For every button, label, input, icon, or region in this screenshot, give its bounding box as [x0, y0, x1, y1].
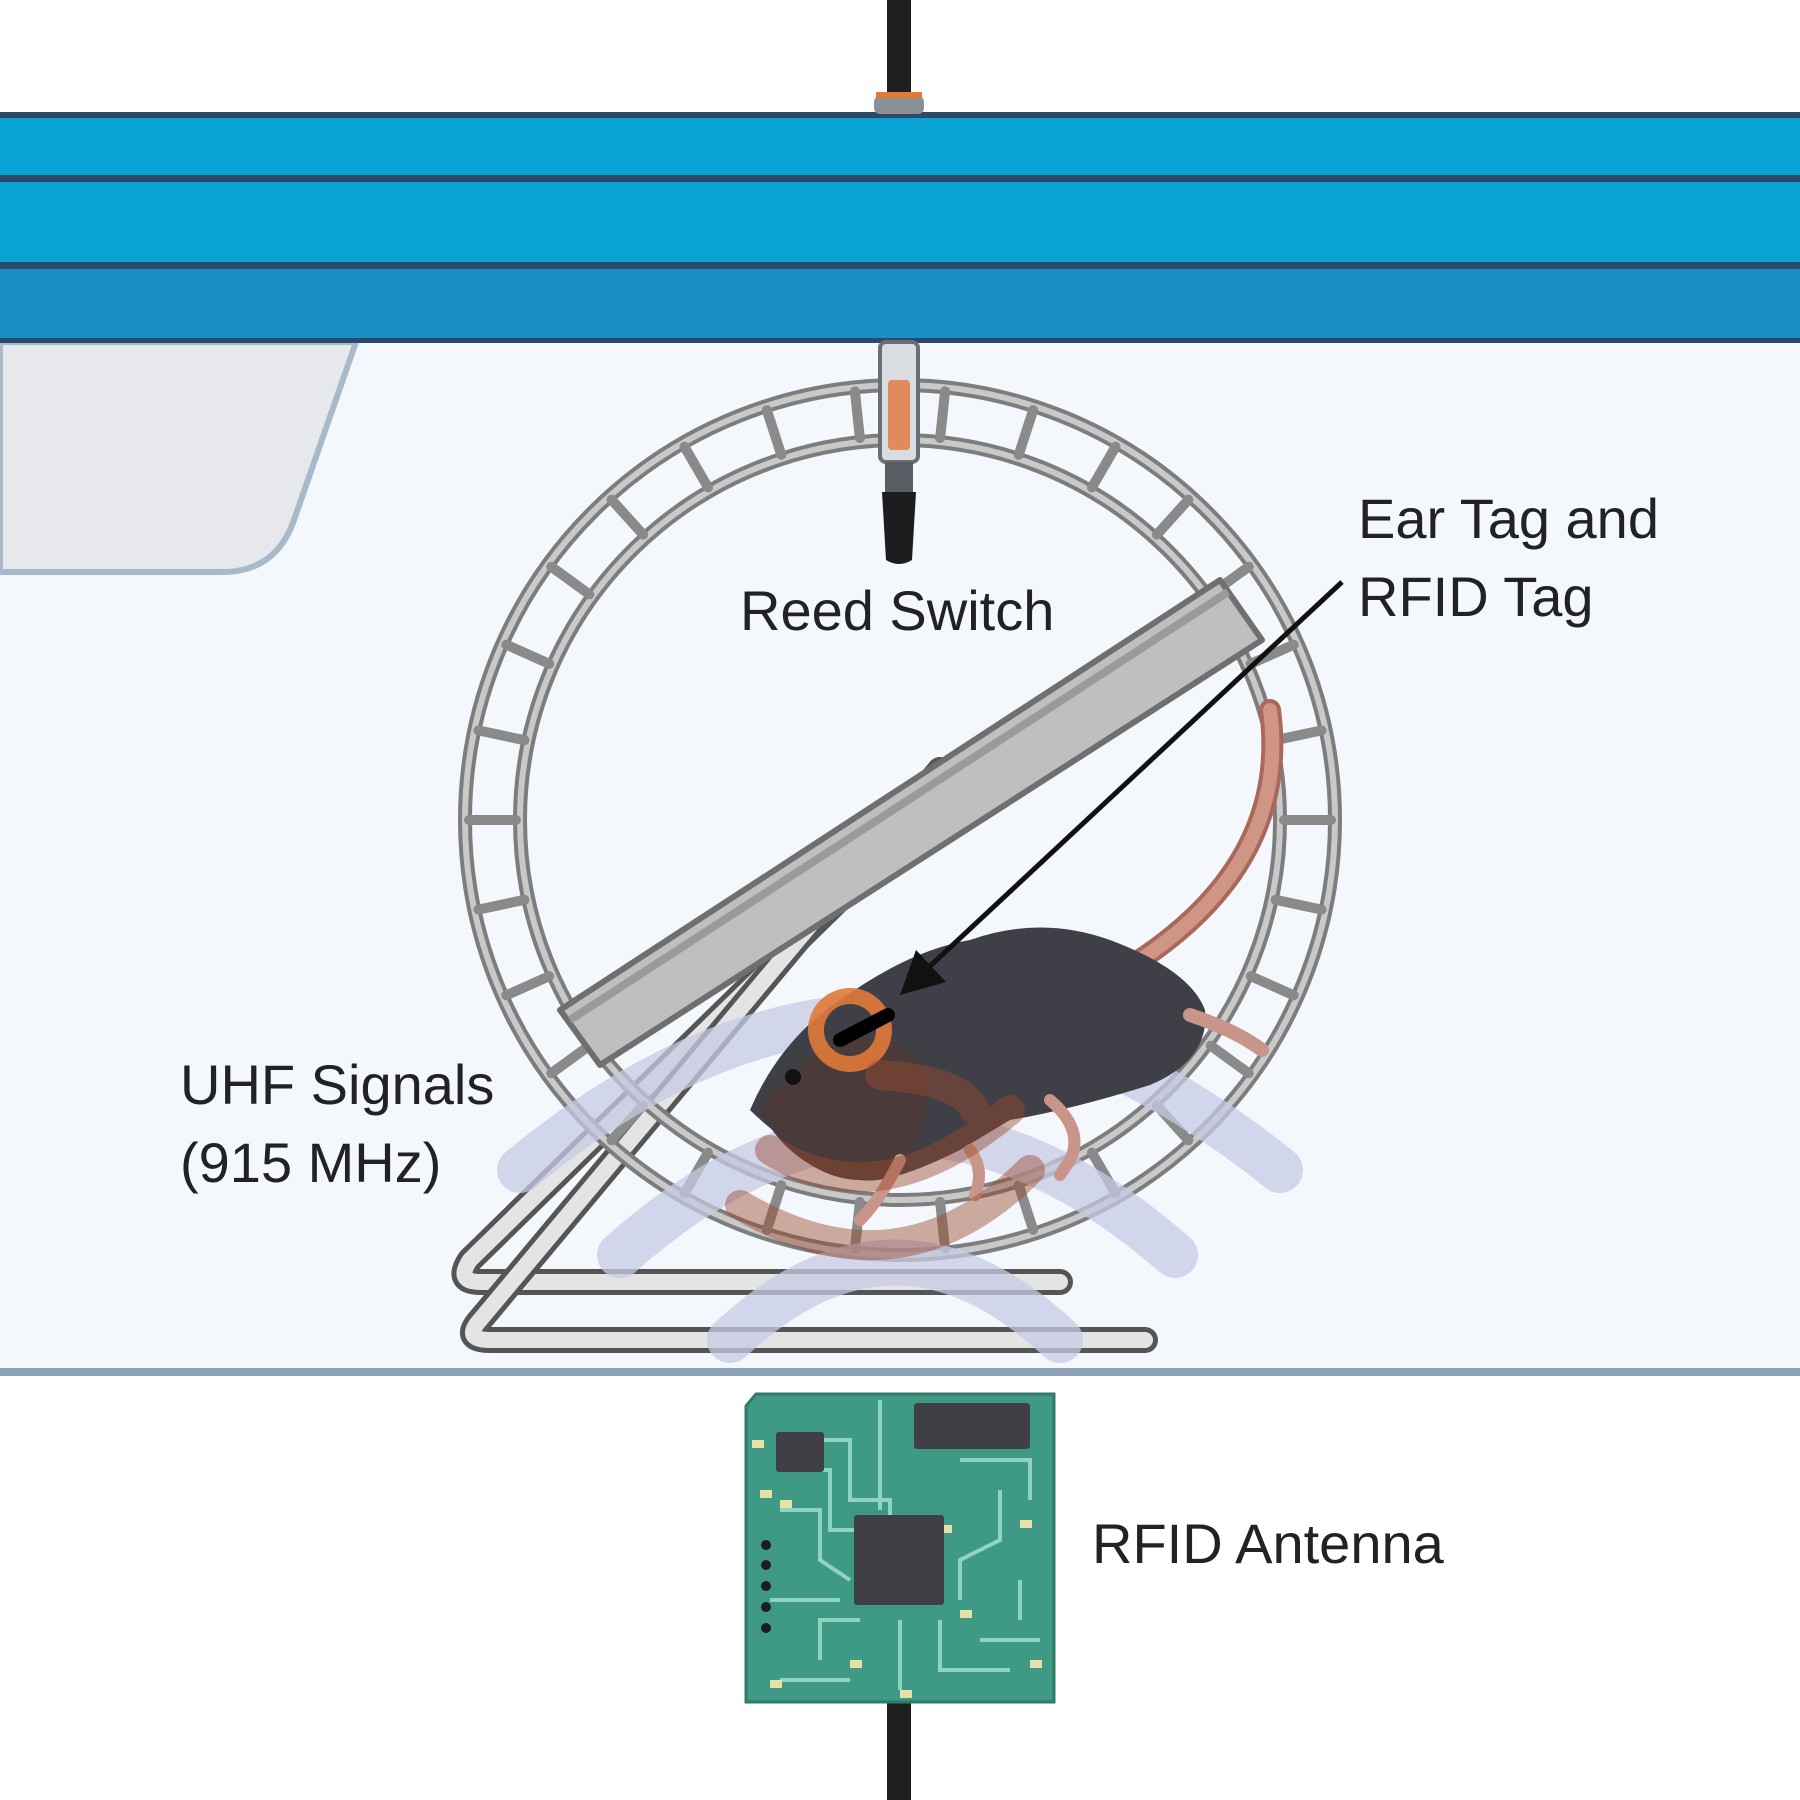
wheel-rung [546, 561, 595, 600]
bottom-cable-icon [887, 1700, 911, 1800]
ear-tag-label-line2: RFID Tag [1358, 565, 1594, 628]
wheel-rung [546, 1040, 595, 1079]
wheel-rung [679, 441, 713, 493]
reed-switch-label: Reed Switch [740, 579, 1055, 642]
cage-corner-panel [0, 339, 361, 575]
wheel-rung [1245, 971, 1299, 1001]
wheel-rung [761, 405, 787, 460]
wheel-rung [1087, 441, 1121, 493]
reed-switch-connector-icon [874, 92, 924, 114]
rfid-antenna-label: RFID Antenna [1092, 1512, 1444, 1575]
uhf-signals-label-line1: UHF Signals [180, 1053, 495, 1116]
ear-tag-icon [808, 988, 895, 1072]
pcb-chip-wide [914, 1403, 1030, 1449]
wheel-rung [473, 894, 530, 915]
wheel-axle-bar [557, 577, 1265, 1068]
reed-switch-icon [878, 340, 920, 564]
wheel-rung [1151, 494, 1194, 540]
wheel-rung [1205, 1040, 1254, 1079]
pcb-chip-small [776, 1432, 824, 1472]
wheel-rung [849, 386, 865, 444]
wheel-rung [473, 725, 530, 746]
pcb-chip-main [854, 1515, 944, 1605]
wheel-rung [501, 971, 555, 1001]
wheel-rung [1270, 894, 1327, 915]
wheel-rung [606, 494, 649, 540]
wheel-rung [935, 1196, 951, 1254]
tag-signal-icon [725, 1060, 1045, 1261]
top-cable-icon [887, 0, 911, 100]
ear-tag-label-line1: Ear Tag and [1358, 487, 1659, 550]
blue-rail [0, 112, 1800, 343]
pcb-antenna-icon [744, 1392, 1056, 1800]
wheel-rung [1013, 405, 1039, 460]
uhf-signals-label-line2: (915 MHz) [180, 1131, 442, 1194]
wheel-rung [1013, 1180, 1039, 1235]
pointer-arrow-icon [900, 580, 1344, 995]
wheel-stand [451, 757, 1158, 1353]
wheel-rung [761, 1180, 787, 1235]
wheel-rung [935, 386, 951, 444]
wheel-rung [501, 639, 555, 669]
